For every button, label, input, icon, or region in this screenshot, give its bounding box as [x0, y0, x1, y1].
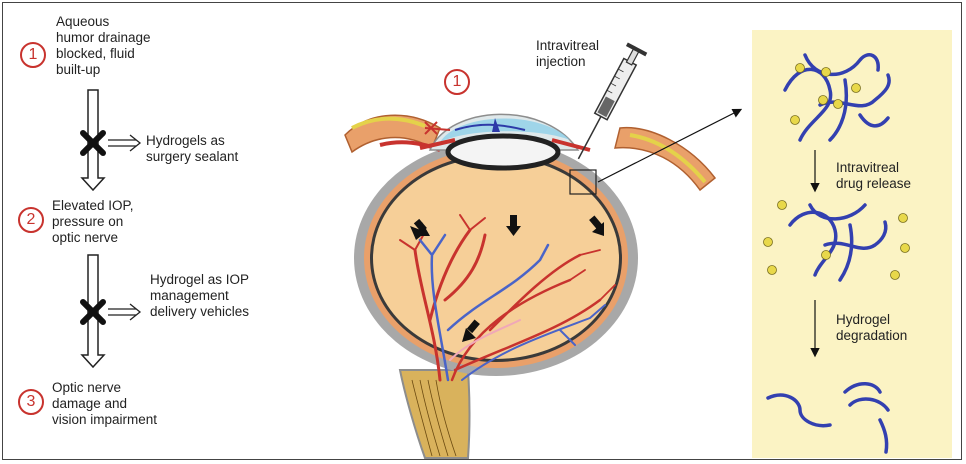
eye-illustration [345, 42, 740, 458]
double-arrow-icon-1 [108, 135, 140, 151]
double-arrow-icon-2 [108, 304, 140, 320]
release-panel [745, 30, 955, 458]
